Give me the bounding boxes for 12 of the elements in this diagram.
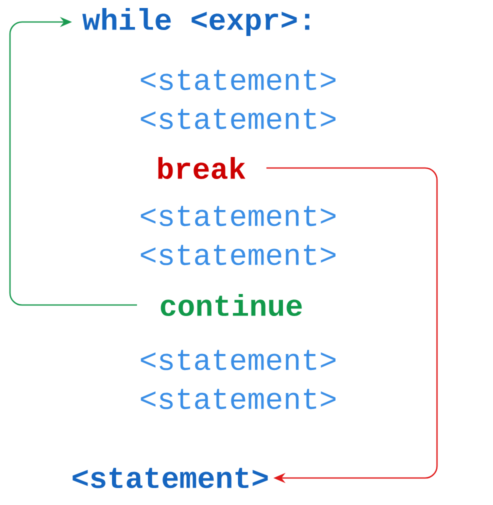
arrow	[9, 16, 137, 306]
statement-heading: while <expr>:	[82, 8, 310, 36]
arrow	[266, 167, 438, 484]
keyword-text: continue	[160, 294, 302, 316]
statement-text: <statement>	[140, 244, 336, 266]
keyword-text: break	[158, 156, 246, 180]
statement-text: <statement>	[140, 388, 336, 410]
statement-text: <statement>	[140, 108, 336, 130]
statement-text: <statement>	[140, 350, 336, 370]
statement-text: <statement>	[140, 70, 336, 90]
statement-heading: <statement>	[72, 468, 268, 488]
statement-text: <statement>	[140, 206, 336, 226]
